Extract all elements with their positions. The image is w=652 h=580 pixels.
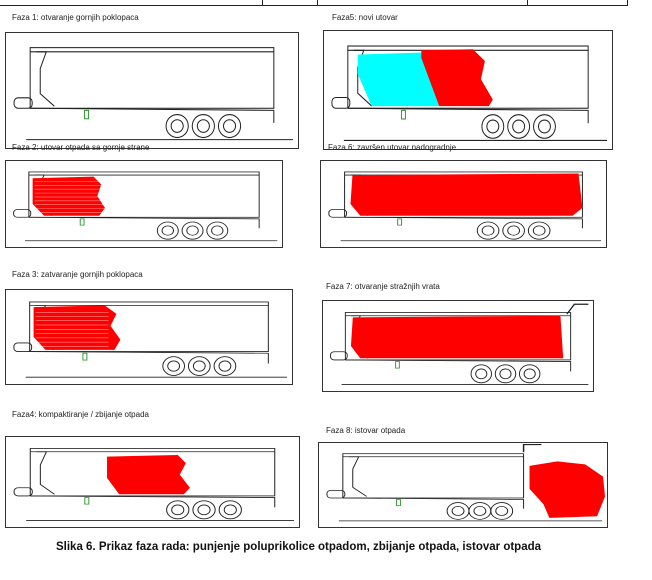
trailer-diagram (13, 47, 293, 141)
trailer-diagram (326, 443, 606, 522)
compactor-plate (353, 49, 372, 107)
wheel (213, 356, 237, 376)
chassis (342, 497, 525, 509)
phase-8-diagram (318, 442, 608, 528)
wheel (191, 114, 215, 139)
wheel (507, 114, 531, 139)
phase-6-diagram (320, 160, 607, 248)
wheel (156, 221, 179, 240)
phase-7-label: Faza 7: otvaranje stražnjih vrata (326, 282, 440, 291)
trailer-diagram (13, 171, 278, 242)
phase-2-label: Faza 2: utovar otpada sa gornje strane (12, 143, 150, 152)
waste-load (350, 315, 564, 359)
front-neck (328, 209, 348, 218)
trailer-body (29, 47, 275, 109)
wheel (206, 221, 229, 240)
phase-8-label: Faza 8: istovar otpada (326, 426, 406, 435)
phase-6-label: Faza 6: završen utovar nadogradnje (328, 143, 457, 152)
trailer-diagram (328, 171, 602, 242)
chassis (29, 351, 269, 364)
wheel (476, 221, 500, 240)
front-neck (331, 96, 351, 109)
compactor-plate (36, 51, 55, 107)
waste-load (421, 49, 493, 107)
chassis (28, 216, 260, 229)
wheel (494, 364, 517, 384)
landing-gear (82, 352, 88, 361)
wheel (533, 114, 556, 139)
wheel (166, 500, 190, 520)
rear-door-open (522, 443, 542, 453)
phase-5-label: Faza5: novi utovar (332, 13, 398, 22)
new-load (357, 52, 440, 107)
phase-4-label: Faza4: kompaktiranje / zbijanje otpada (12, 410, 149, 419)
phase-7-diagram (322, 300, 594, 392)
trailer-body (29, 301, 269, 352)
wheel (481, 114, 505, 139)
wheel (446, 502, 470, 520)
phase-5-diagram (323, 30, 613, 150)
phase-3-diagram (5, 289, 293, 385)
trailer-diagram (13, 301, 288, 378)
front-neck (13, 209, 32, 218)
trailer-body (342, 453, 525, 499)
trailer-body (347, 45, 589, 109)
front-neck (326, 489, 346, 499)
chassis (30, 107, 275, 123)
wheel (192, 500, 216, 520)
table-border-top (0, 0, 628, 6)
landing-gear (400, 109, 406, 120)
wheel (470, 364, 492, 384)
chassis (347, 107, 589, 124)
phase-2-diagram (5, 160, 283, 248)
phase-3-label: Faza 3: zatvaranje gornjih poklopaca (12, 270, 143, 279)
waste-load (107, 455, 190, 495)
waste-pile (529, 461, 606, 518)
trailer-body (29, 448, 276, 497)
landing-gear (397, 218, 403, 226)
landing-gear (395, 361, 400, 369)
phase-1-label: Faza 1: otvaranje gornjih poklopaca (12, 13, 139, 22)
wheel (490, 502, 514, 520)
wheel (218, 500, 242, 520)
chassis (345, 359, 572, 372)
chassis (30, 495, 276, 508)
wheel (187, 356, 211, 376)
trailer-body (344, 171, 583, 218)
wheel (162, 356, 185, 376)
waste-load (32, 176, 105, 216)
wheel (468, 502, 492, 520)
trailer-diagram (13, 448, 294, 521)
trailer-body (344, 312, 572, 361)
figure-caption: Slika 6. Prikaz faza rada: punjenje polu… (56, 541, 542, 553)
compactor-plate (348, 456, 367, 497)
front-neck (13, 487, 33, 497)
trailer-body (28, 171, 260, 218)
front-neck (329, 351, 348, 361)
wheel (518, 364, 541, 384)
landing-gear (79, 218, 85, 226)
wheel (527, 221, 551, 240)
rear-door-open (566, 303, 589, 315)
landing-gear (395, 499, 401, 506)
compactor-plate (36, 451, 55, 495)
wheel (502, 221, 525, 240)
wheel (217, 114, 242, 139)
wheel (181, 221, 204, 240)
waste-load (350, 173, 583, 216)
chassis (344, 216, 583, 229)
wheel (165, 114, 189, 139)
phase-4-diagram (5, 436, 300, 528)
landing-gear (84, 109, 90, 120)
landing-gear (84, 497, 90, 505)
phase-1-diagram (5, 32, 299, 149)
front-neck (13, 342, 33, 352)
trailer-diagram (331, 45, 608, 141)
trailer-diagram (329, 303, 589, 385)
front-neck (13, 97, 33, 109)
